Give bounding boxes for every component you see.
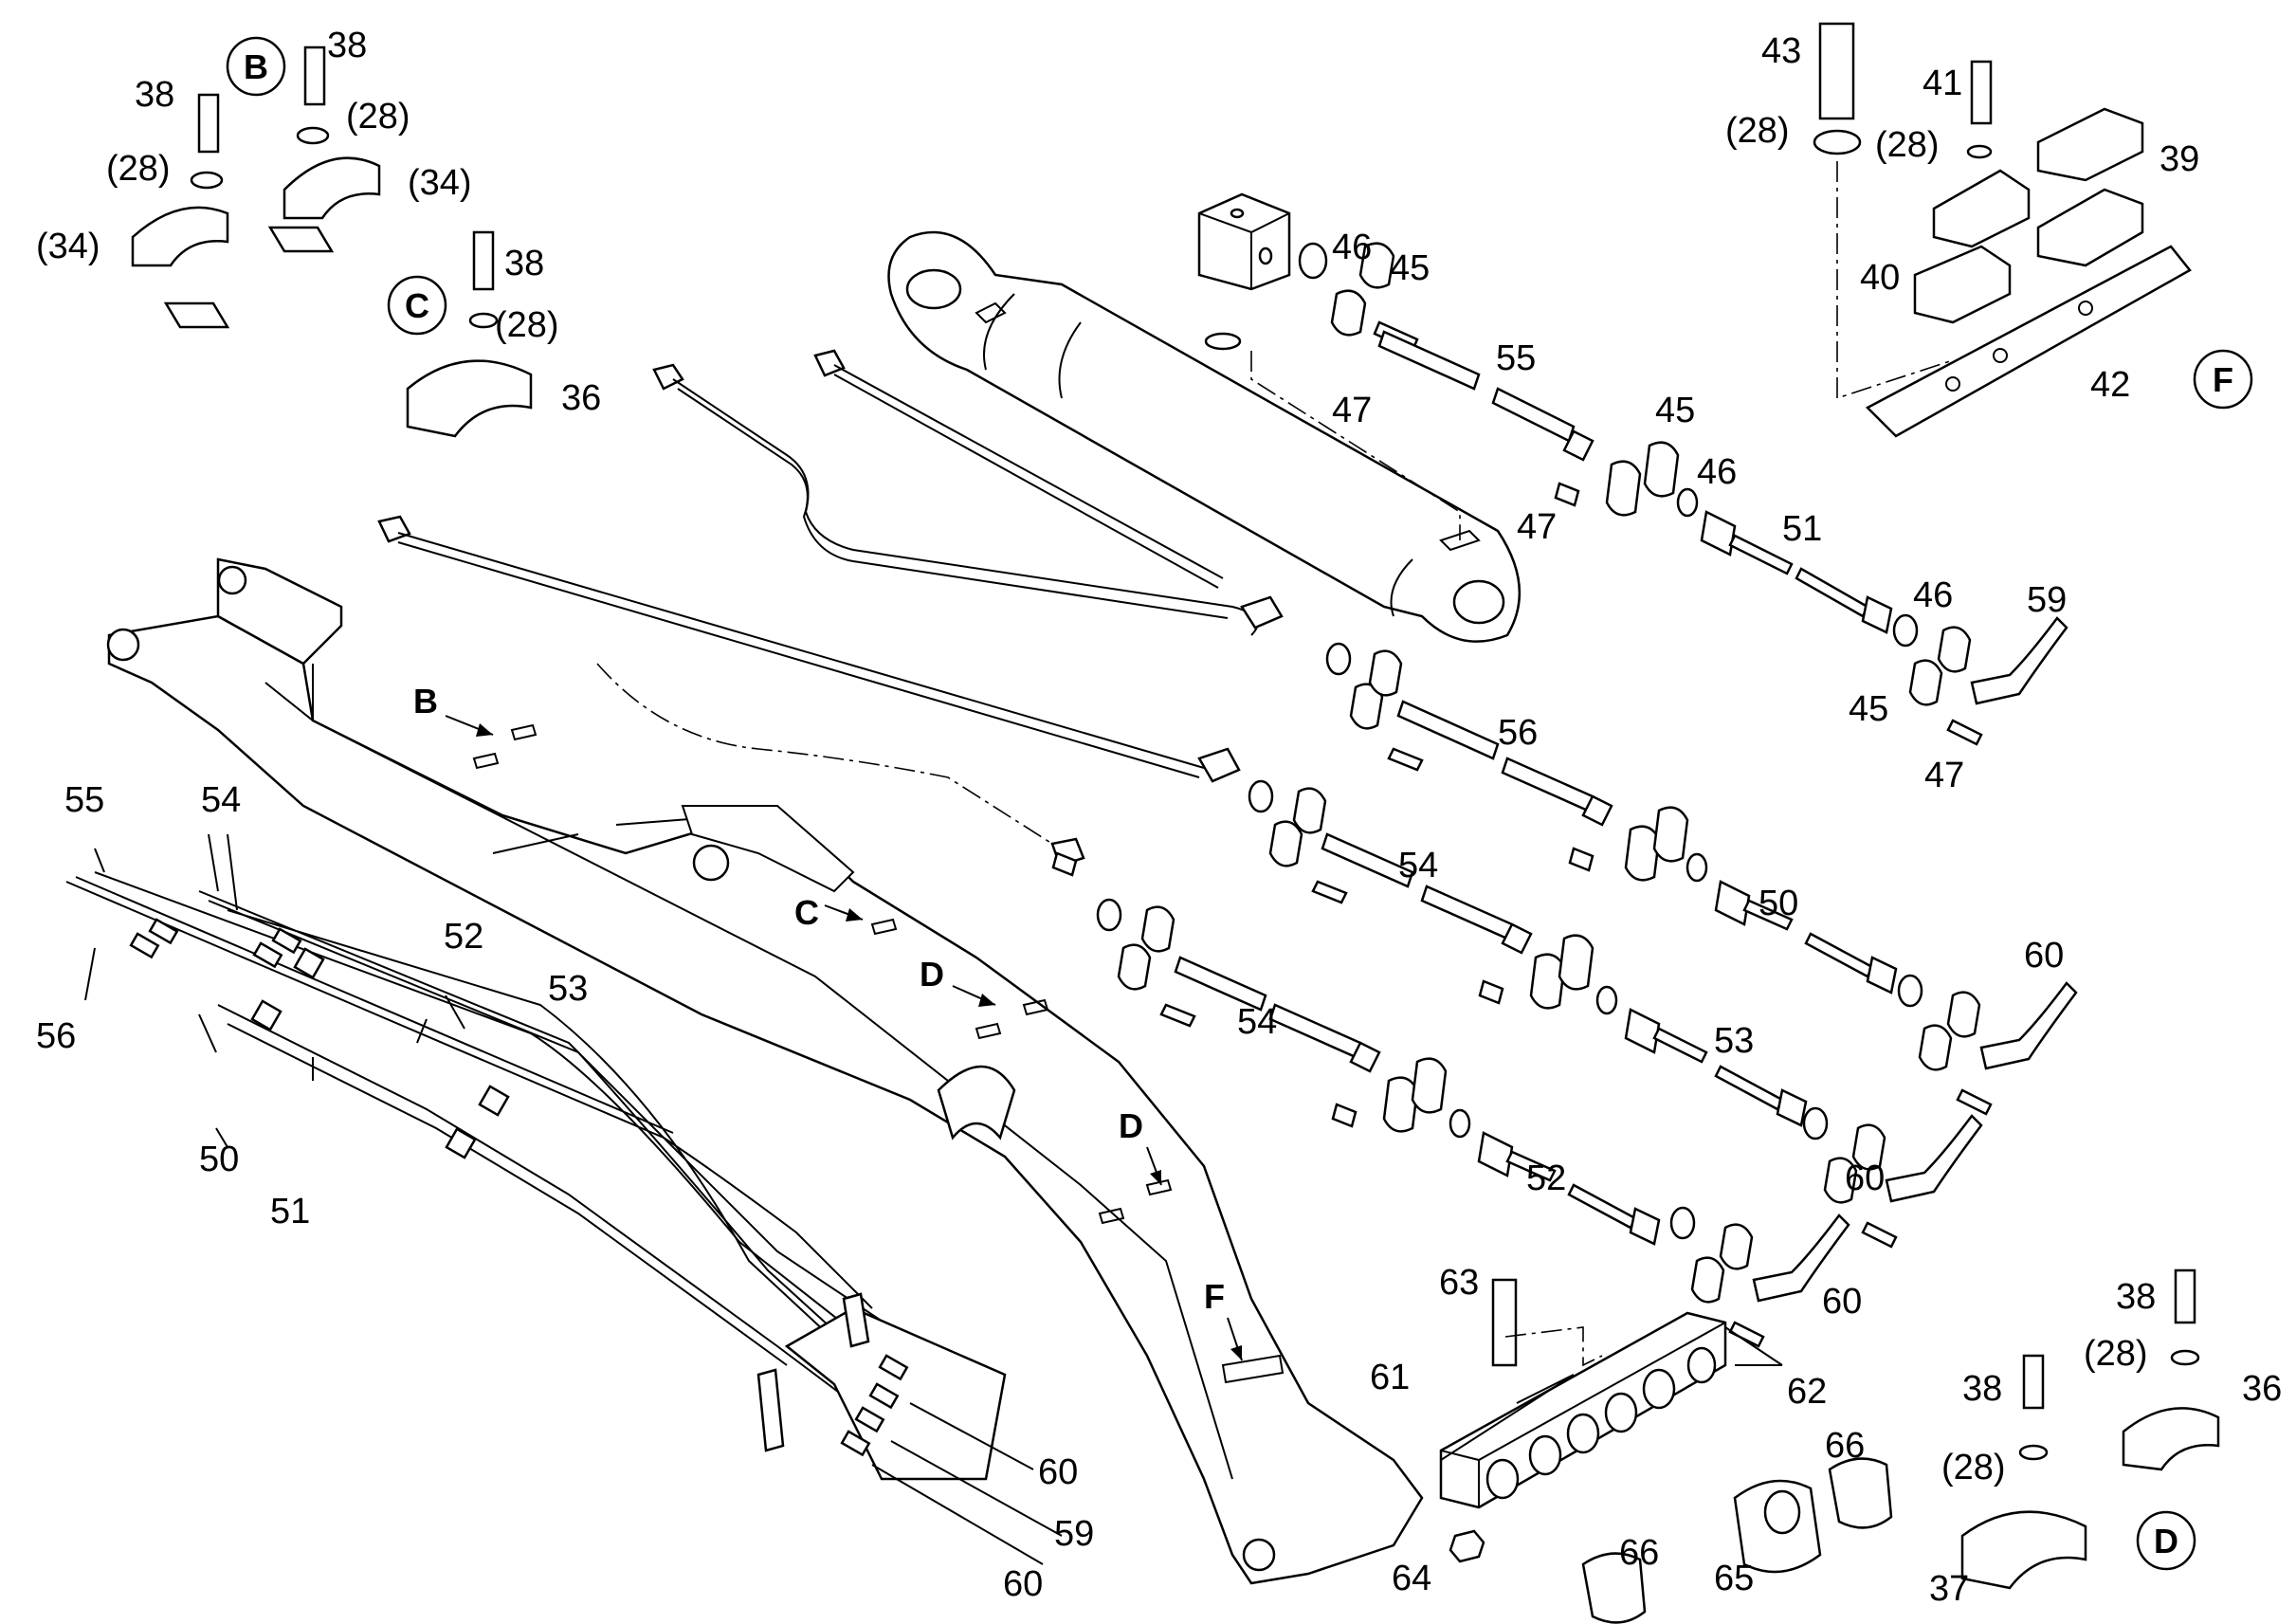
callout-label: (34) [36, 227, 100, 266]
callout-label: 47 [1332, 391, 1372, 430]
callout-label: 36 [2242, 1369, 2282, 1409]
callout-label: 59 [1054, 1514, 1094, 1554]
callout-label: 54 [1237, 1002, 1277, 1042]
callout-label: (28) [346, 97, 410, 137]
detail-f-clamp-plate [1813, 22, 2192, 438]
callout-label: 38 [327, 26, 367, 65]
detail-d-clamps [1960, 1268, 2220, 1590]
callout-label: 66 [1825, 1426, 1865, 1466]
callout-label: 46 [1332, 228, 1372, 267]
callout-label: 41 [1922, 64, 1962, 103]
callout-label: (28) [1875, 125, 1940, 165]
callout-label: 66 [1619, 1533, 1659, 1573]
callout-label: (28) [106, 149, 171, 189]
callout-label: (28) [1725, 111, 1790, 151]
callout-label: 47 [1517, 507, 1557, 547]
callout-label: 40 [1860, 258, 1900, 298]
callout-label: 55 [64, 780, 104, 820]
leader-lines [84, 833, 1783, 1565]
callout-label: 46 [1913, 575, 1953, 615]
callout-label: 54 [201, 780, 241, 820]
view-arrow-label: B [413, 682, 438, 721]
view-arrows: B C D D F [413, 682, 1243, 1361]
view-marker-label: B [244, 47, 268, 86]
boom-cylinder [887, 230, 1522, 643]
callout-label: 61 [1370, 1358, 1410, 1397]
detail-b-clamps [131, 46, 381, 329]
callout-label: 38 [504, 244, 544, 283]
view-marker-label: F [2213, 360, 2233, 399]
callout-label: 50 [199, 1140, 239, 1179]
callout-label: 46 [1697, 452, 1737, 492]
hose-fittings [1051, 242, 2078, 1348]
callout-label: 60 [1038, 1452, 1078, 1492]
callout-label: 37 [1929, 1569, 1969, 1609]
callout-label: 45 [1655, 391, 1695, 430]
rigid-pipes [377, 349, 1284, 867]
callout-label: 38 [135, 75, 174, 115]
callout-label: 43 [1761, 31, 1801, 71]
callout-label: 60 [2024, 936, 2064, 976]
callout-label: 56 [1498, 713, 1538, 753]
hose-bundle [65, 871, 1007, 1481]
callout-label: 59 [2027, 580, 2067, 620]
callout-label: 63 [1439, 1263, 1479, 1303]
boom-arm [106, 557, 1424, 1585]
callout-label: 39 [2159, 139, 2199, 179]
view-arrow-label: C [794, 893, 819, 932]
callout-label: 60 [1003, 1564, 1043, 1604]
callout-label: 60 [1845, 1159, 1885, 1198]
callout-label: 54 [1398, 846, 1438, 885]
callout-label: 53 [548, 969, 588, 1009]
callout-label: 60 [1822, 1282, 1862, 1322]
view-marker-label: D [2154, 1522, 2178, 1560]
callout-label: 47 [1924, 756, 1964, 795]
callout-label: 65 [1714, 1559, 1754, 1598]
callout-label: 50 [1758, 884, 1798, 923]
callout-label: 64 [1392, 1559, 1431, 1598]
detail-c-clamp [406, 230, 533, 438]
view-markers: B C F D [226, 36, 2253, 1571]
view-arrow-label: D [920, 955, 944, 994]
callout-label: (28) [2084, 1334, 2148, 1374]
view-arrow-label: F [1204, 1277, 1225, 1316]
callout-label: (28) [495, 305, 559, 345]
callout-label: 51 [270, 1192, 310, 1232]
callout-label: 52 [444, 917, 483, 957]
callout-label: 51 [1782, 509, 1822, 549]
manifold-block [1439, 1278, 1893, 1624]
callout-label: 42 [2090, 365, 2130, 405]
callout-label: 52 [1526, 1159, 1566, 1198]
callout-label: 45 [1849, 689, 1888, 729]
callout-label: (34) [408, 163, 472, 203]
callout-label: 38 [1962, 1369, 2002, 1409]
view-arrow-label: D [1119, 1106, 1143, 1145]
callout-label: 38 [2116, 1277, 2156, 1317]
callout-label: 55 [1496, 338, 1536, 378]
callout-label: 62 [1787, 1372, 1827, 1412]
callout-label: 45 [1390, 248, 1430, 288]
callout-label: 56 [36, 1016, 76, 1056]
valve-block [1197, 192, 1461, 540]
view-marker-label: C [405, 286, 429, 325]
callout-label: (28) [1941, 1448, 2006, 1487]
callout-label: 53 [1714, 1021, 1754, 1061]
callout-label: 36 [561, 378, 601, 418]
callout-labels: 38 38 (28) (28) (34) (34) 38 (28) 36 46 … [36, 26, 2282, 1609]
